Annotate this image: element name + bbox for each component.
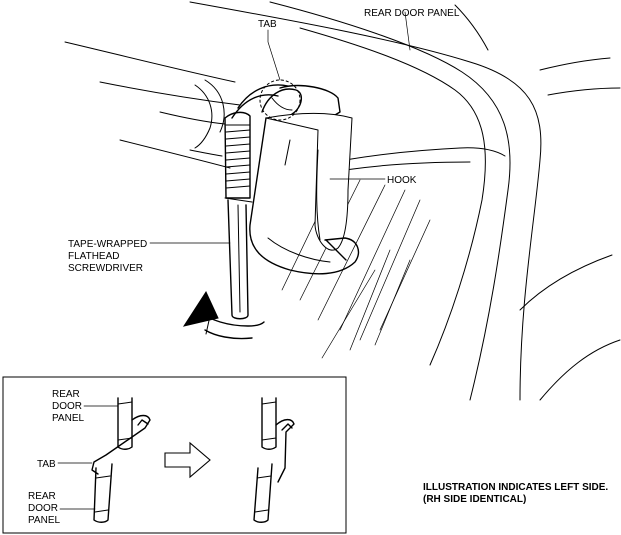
inset-before-diagram <box>91 397 151 523</box>
screwdriver-label-1: TAPE-WRAPPED <box>68 239 147 250</box>
inset-after-diagram <box>253 397 295 523</box>
tab-label: TAB <box>258 19 277 30</box>
inset-leader-lines <box>57 405 119 510</box>
inset-upper-panel-label-1: REAR <box>52 389 80 400</box>
inset-upper-panel-label-3: PANEL <box>52 413 84 424</box>
inset-box <box>2 376 347 534</box>
hook-clip <box>249 84 360 275</box>
rear-door-panel-label: REAR DOOR PANEL <box>364 8 460 19</box>
side-note-line-2: (RH SIDE IDENTICAL) <box>423 494 526 505</box>
door-body-outline <box>189 1 621 401</box>
inset-lower-panel-label-3: PANEL <box>28 515 60 526</box>
inset-lower-panel-label-1: REAR <box>28 491 56 502</box>
inset-tab-label: TAB <box>37 459 56 470</box>
main-illustration <box>64 1 621 401</box>
tab-highlight-circle <box>259 79 301 121</box>
inset-upper-panel-label-2: DOOR <box>52 401 82 412</box>
screwdriver <box>224 111 253 320</box>
leader-lines <box>149 11 411 244</box>
rotation-arrow <box>182 290 265 340</box>
panel-hatching <box>281 179 431 359</box>
screwdriver-label-2: FLATHEAD <box>68 251 120 262</box>
inset-lower-panel-label-2: DOOR <box>28 503 58 514</box>
transition-arrow <box>164 441 211 479</box>
side-note-line-1: ILLUSTRATION INDICATES LEFT SIDE. <box>423 482 608 493</box>
screwdriver-label-3: SCREWDRIVER <box>68 263 143 274</box>
hook-label: HOOK <box>387 175 417 186</box>
trim-panel-outline <box>64 41 506 171</box>
